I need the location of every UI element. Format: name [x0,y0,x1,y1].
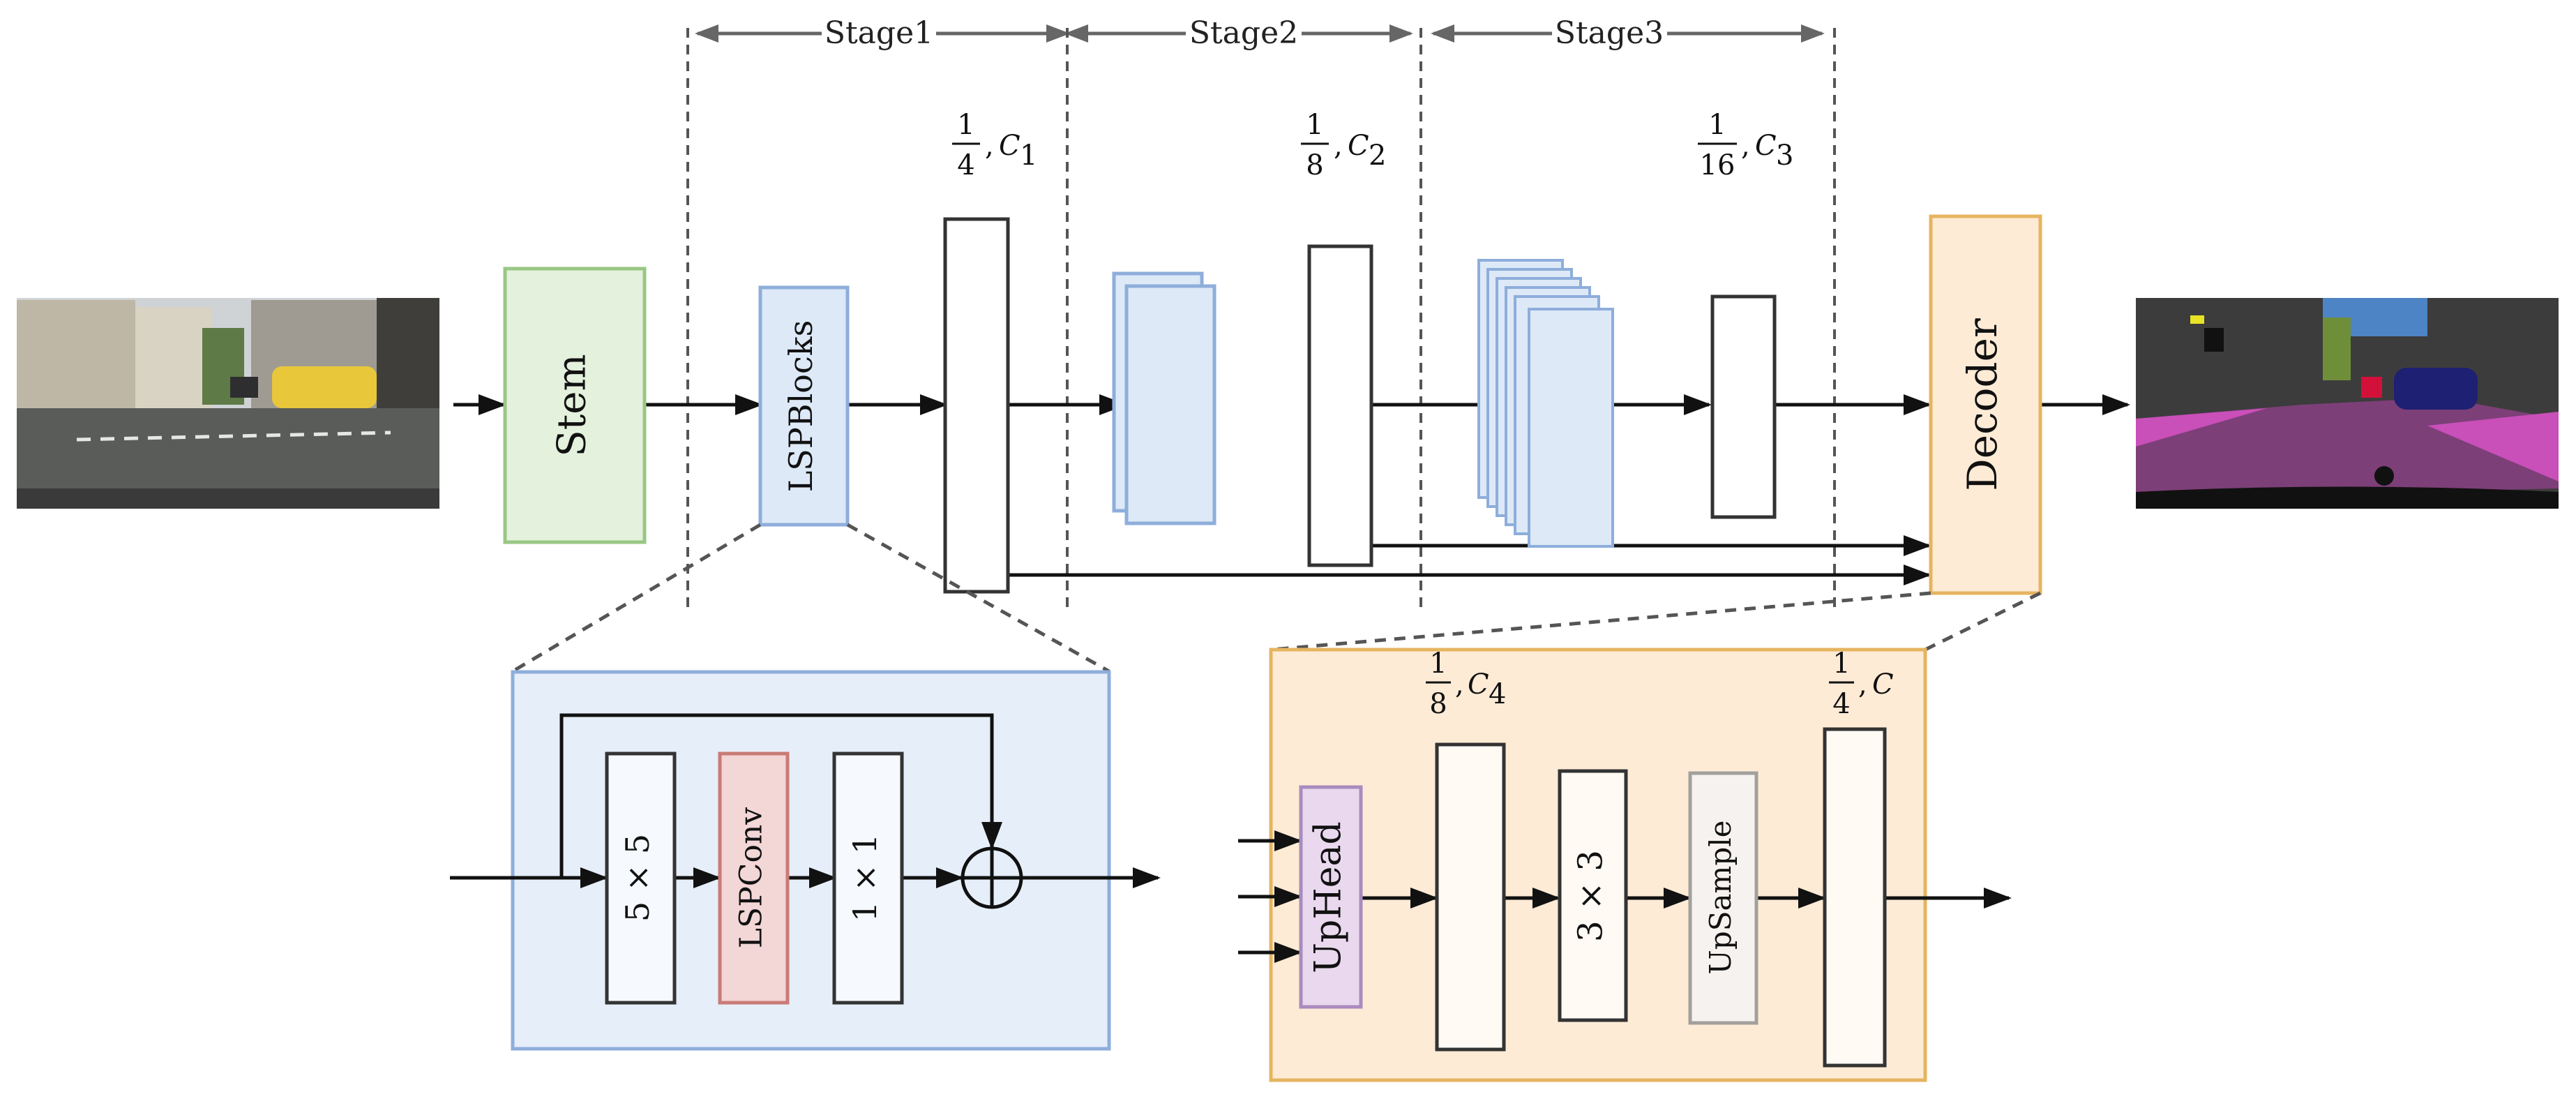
stage2-map-front [1124,284,1217,525]
stage2-features [1112,271,1217,525]
f1-num: 1 [957,109,974,141]
f4-channel: C [1468,668,1489,701]
feature-map-1-box [943,217,1010,594]
stage3-map-6 [1528,308,1614,548]
main-flow-arrows [453,394,2130,585]
lspblocks-box [758,285,850,527]
stage3-label: Stage3 [1555,15,1664,51]
stem-block: Stem [503,267,647,544]
decoder-block: Decoder [1929,214,2042,595]
lspblocks-label: LSPBlocks [782,320,820,492]
stage-separators [686,28,1836,614]
zoom-lsp-left [511,523,762,673]
f4-den: 8 [1429,688,1447,720]
sidewalk-region [2427,412,2559,481]
conv1-box [832,752,904,1005]
conv1-label: 1 × 1 [846,834,884,922]
zoom-lsp-right [846,523,1110,673]
svg-text:,: , [1455,668,1464,701]
upsample-box [1688,771,1758,1025]
add-node [961,846,1023,909]
f1-den: 4 [957,149,974,181]
decoder-box [1929,214,2042,595]
feature-map-2-box [1307,244,1373,567]
uphead-label: UpHead [1308,821,1350,973]
svg-text:,: , [1858,668,1867,701]
fout-channel: C [1872,668,1894,701]
stage-headers: Stage1 Stage2 Stage3 [695,15,1825,51]
f3-num: 1 [1708,109,1726,141]
feature-map-out-box [1823,727,1887,1068]
feature-map-3-box [1710,294,1777,519]
f2-den: 8 [1306,149,1323,181]
yellow-car [272,366,377,408]
f2-channel: C [1348,130,1369,162]
stage2-label: Stage2 [1189,15,1298,51]
conv3-box [1558,769,1628,1022]
stem-label: Stem [550,354,595,456]
stage3-features [1477,259,1614,548]
lspblocks-block: LSPBlocks [758,285,850,527]
upsample-label: UpSample [1703,820,1738,974]
f2-sub: 2 [1369,140,1386,172]
feature-map-1: 1 4 , C 1 [943,109,1037,594]
f1-sub: 1 [1020,140,1037,172]
decoder-label: Decoder [1959,318,2006,491]
conv5-label: 5 × 5 [619,834,656,922]
stage1-label: Stage1 [824,15,933,51]
f2-num: 1 [1306,109,1323,141]
lspconv-box [718,752,790,1005]
svg-text:,: , [985,130,994,162]
f1-channel: C [999,130,1020,162]
output-segmentation [2136,298,2559,509]
stem-box [503,267,647,544]
f3-sub: 3 [1776,140,1793,172]
feature-map-2: 1 8 , C 2 [1301,109,1386,567]
svg-text:,: , [1334,130,1343,162]
zoom-decoder-right [1924,591,2042,652]
lspconv-label: LSPConv [734,807,769,948]
f3-den: 16 [1700,149,1735,181]
input-image [17,298,439,509]
f4-num: 1 [1429,648,1447,680]
lsp-detail-panel: 5 × 5 LSPConv 1 × 1 [450,670,1161,1051]
feature-map-4-box [1435,742,1506,1052]
zoom-lines [511,523,2042,673]
decoder-detail-panel: UpHead 1 8 , C 4 3 × 3 UpSample 1 4 , C [1238,648,2012,1082]
building-left [17,300,135,426]
f3-channel: C [1755,130,1777,162]
conv5-box [605,752,677,1005]
zoom-decoder-left [1270,591,1931,652]
uphead-box [1299,785,1363,1009]
car-region [2394,368,2478,410]
lsp-detail-box [511,670,1111,1051]
lsp-residual-arrow [559,713,1002,878]
vegetation-region [2323,317,2351,380]
svg-text:,: , [1741,130,1750,162]
feature-map-3: 1 16 , C 3 [1698,109,1793,519]
fout-num: 1 [1832,648,1850,680]
fout-den: 4 [1832,688,1850,720]
conv3-label: 3 × 3 [1572,850,1611,942]
f4-sub: 4 [1489,678,1506,710]
